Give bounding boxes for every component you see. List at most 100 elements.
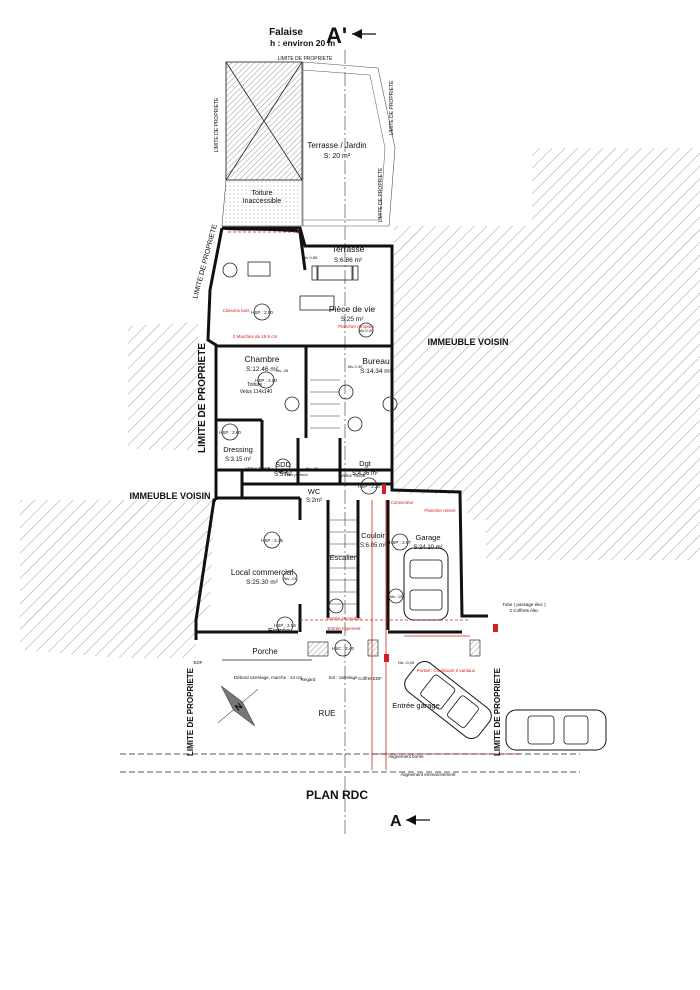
terrace-garden-name: Terrasse / Jardin <box>307 141 366 150</box>
skylight-sdd: Velux 78x98 <box>246 466 271 471</box>
neighbor-label-left: IMMEUBLE VOISIN <box>129 491 210 501</box>
neighbor-building-left-bottom <box>20 500 214 658</box>
north-arrow: N <box>217 685 259 727</box>
section-arrow-bottom <box>406 815 430 825</box>
clearance-name: Dgt <box>359 459 372 468</box>
hsp-dressing: HSP : 2.60 <box>219 430 241 435</box>
section-marker-top: A' <box>326 23 347 48</box>
height-markers <box>221 303 409 657</box>
garage-area: S:24.10 m² <box>413 545 442 551</box>
meter-note: Coffret EDF <box>358 676 382 681</box>
entry-building: Entrée immeuble <box>327 616 362 621</box>
terrace-name: Terrasse <box>332 244 365 254</box>
property-limit-top-right: LIMITE DE PROPRIETE <box>389 80 395 135</box>
property-limit-mid-right: LIMITE DE PROPRIETE <box>378 167 384 222</box>
level-sdd: Niv -28 <box>306 466 319 471</box>
porch-ground: Sol : carrelage <box>328 675 358 680</box>
edf-note: EDF <box>194 660 203 665</box>
street-car-1 <box>404 661 492 739</box>
street-name: RUE <box>319 709 336 718</box>
building-walls <box>194 226 498 662</box>
neighbor-label-right: IMMEUBLE VOISIN <box>427 337 508 347</box>
shop-area: S:25.30 m² <box>246 579 279 586</box>
corridor-name: Couloir <box>361 531 385 540</box>
false-ceiling: Faux plafond <box>284 472 307 477</box>
garage-pillar-right <box>469 639 481 657</box>
wood-partition: Cloisons bois <box>223 308 251 313</box>
red-dimension-lines <box>228 231 520 770</box>
office-name: Bureau <box>362 356 390 366</box>
roof-name2: Inaccessible <box>243 198 282 205</box>
hsp-bedroom: HSP : 2.50 <box>255 378 277 383</box>
bedroom-note2: Velux 114x140 <box>240 389 273 395</box>
street-car-2 <box>505 709 607 751</box>
hsc-porch: HSC : 2.40 <box>332 646 355 651</box>
alignment-2: Alignement emmarchement <box>400 772 456 777</box>
hsp-entry: HSP : 2.54 <box>274 623 296 628</box>
roof-name: Toiture <box>251 190 272 197</box>
hsp-corridor: HSP : 2.20 <box>358 484 380 489</box>
convector-note: Convecteur <box>390 500 414 505</box>
skylight-dgt: Velux 78x98 <box>341 473 366 478</box>
level-living: Niv 0.00 <box>359 328 374 333</box>
dressing-area: S:3.15 m² <box>225 457 251 463</box>
office-area: S:14.34 m² <box>360 368 393 375</box>
property-limit-top: LIMITE DE PROPRIETE <box>278 56 333 62</box>
bathroom-area: S:5 m² <box>274 472 292 478</box>
section-arrow-top <box>352 29 376 39</box>
property-limit-left-big: LIMITE DE PROPRIETE <box>197 343 208 453</box>
living-name: Pièce de vie <box>329 304 376 314</box>
floor-raised: Plancher relevé <box>424 508 456 513</box>
property-limit-bottom-left: LIMITE DE PROPRIETE <box>186 667 195 756</box>
gate-note: Portail : Coulissant 2 vantaux <box>417 668 476 673</box>
entry-name: Entrée <box>268 626 290 635</box>
level-office: Niv 0.30 <box>348 364 363 369</box>
alignment-1: Alignement borne <box>388 754 424 759</box>
look-note: Regard <box>301 677 316 682</box>
corridor-area: S:6.05 m² <box>360 543 386 549</box>
beam-note: Plancher rampant <box>338 324 374 329</box>
porch-name: Porche <box>252 647 278 656</box>
living-area: S:25 m² <box>341 316 365 323</box>
porch-block <box>307 641 329 657</box>
property-limit-bottom-right: LIMITE DE PROPRIETE <box>493 667 502 756</box>
garage-pillar-left <box>367 639 379 657</box>
stairs-red: 2 Marches de 15.5 cm <box>233 334 278 339</box>
stair-treads <box>310 379 358 605</box>
neighbor-building-right <box>394 148 700 560</box>
plan-title: PLAN RDC <box>306 788 368 802</box>
level-garage: Niv -15 <box>390 594 403 599</box>
terrace-furniture <box>222 261 359 311</box>
clearance-area: S:4.36 m² <box>352 471 378 477</box>
terrace-garden-outline <box>302 61 396 227</box>
section-marker-bottom: A <box>390 813 402 830</box>
garage-entry-name: Entrée garage <box>392 701 440 710</box>
garage-name: Garage <box>415 533 440 542</box>
red-marker-3 <box>493 624 498 632</box>
property-limit-top-left: LIMITE DE PROPRIETE <box>214 97 220 152</box>
hsp-garage: HSP : 2.87 <box>389 540 411 545</box>
svg-text:N: N <box>233 701 244 713</box>
cliff-label: Falaise <box>269 27 303 38</box>
roof-gravel <box>221 179 303 227</box>
hsp-living: HSP : 2.50 <box>251 310 273 315</box>
curb-note: Débord carrelage, marche : 13 cm <box>234 675 303 680</box>
entry-housing: Entrée logement <box>327 626 361 631</box>
red-marker-2 <box>384 654 389 662</box>
neighbor-building-left-top <box>128 322 198 450</box>
pipe-note: Tube ( passage élec ) <box>502 602 546 607</box>
garage-car <box>403 547 449 621</box>
hsp-shop: HSP : 2.45 <box>261 538 283 543</box>
bedroom-name: Chambre <box>245 354 280 364</box>
cliff-height: h : environ 20 m <box>270 38 336 48</box>
wc-area: S:2m² <box>306 498 322 504</box>
level-porch: Niv -0.45 <box>398 660 415 665</box>
box-note: 2 Coffrets élec <box>510 608 540 613</box>
dressing-name: Dressing <box>223 445 253 454</box>
red-marker-1 <box>382 484 386 494</box>
terrace-area: S:6.86 m² <box>334 257 363 264</box>
wc-name: WC <box>308 487 321 496</box>
level-shop: Niv -13 <box>284 576 297 581</box>
terrace-garden-area: S: 20 m² <box>324 153 351 160</box>
bedroom-note: Toiture : <box>247 382 265 388</box>
